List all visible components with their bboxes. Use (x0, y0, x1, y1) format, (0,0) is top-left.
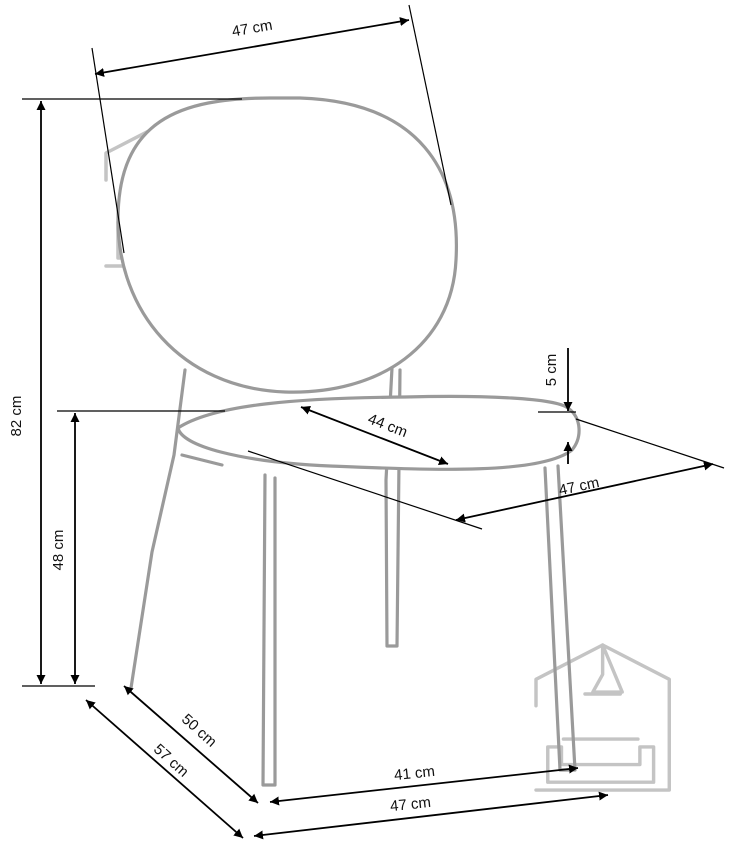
label-total-height: 82 cm (8, 396, 25, 437)
label-backrest-width: 47 cm (231, 17, 274, 41)
dim-line-overall-width (253, 791, 609, 840)
dim-line-seat-width (455, 461, 714, 523)
dim-line-seat-depth (300, 406, 449, 465)
extension-lines (22, 4, 725, 687)
front-leg-left (261, 473, 277, 787)
leg-crossbar (180, 453, 224, 467)
chair-outline (116, 96, 581, 787)
dim-line-backrest-width (94, 17, 410, 77)
front-leg-right (543, 464, 577, 772)
seat-cushion (176, 394, 581, 471)
label-overall-width: 47 cm (389, 794, 431, 815)
dimension-lines (36, 17, 714, 840)
label-seat-width: 47 cm (557, 474, 601, 499)
back-leg-left (129, 368, 187, 690)
label-seat-height: 48 cm (50, 530, 67, 571)
dim-line-base-depth (123, 685, 259, 804)
label-base-depth: 50 cm (178, 711, 220, 751)
dim-line-overall-depth (85, 699, 244, 839)
backrest (116, 96, 459, 394)
label-base-width: 41 cm (393, 763, 435, 784)
label-seat-thickness: 5 cm (543, 354, 560, 387)
